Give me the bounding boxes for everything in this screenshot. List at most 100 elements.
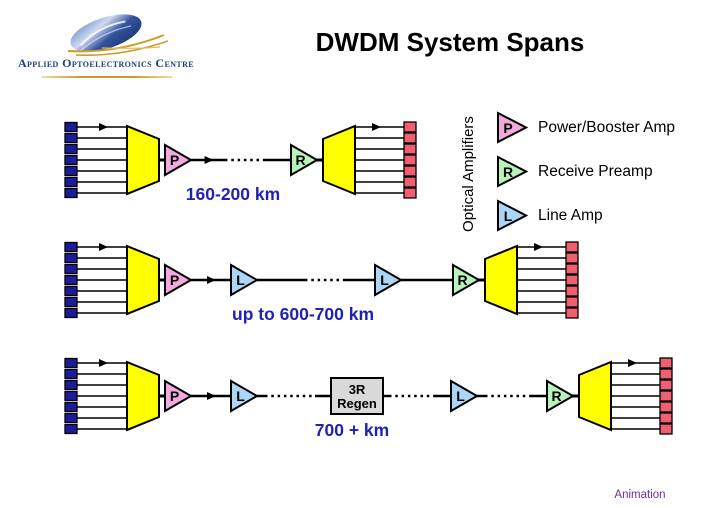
- rx-channel-square: [659, 357, 673, 369]
- amp-letter: P: [170, 272, 179, 288]
- logo: Applied Optoelectronics Centre: [6, 4, 206, 84]
- rx-channel-square: [565, 285, 579, 297]
- amp-triangle-icon: [290, 143, 320, 177]
- tx-channel-square: [64, 165, 78, 177]
- legend-item-label: Power/Booster Amp: [538, 118, 675, 136]
- amplifier-R: R: [452, 263, 482, 297]
- legend-group-label: Optical Amplifiers: [460, 116, 477, 232]
- tx-channel-square: [64, 423, 78, 435]
- rx-channel-square: [659, 390, 673, 402]
- tx-channel-square: [64, 176, 78, 188]
- flow-arrow-icon: [204, 156, 214, 164]
- amp-letter: L: [236, 272, 245, 288]
- amp-letter: L: [456, 388, 465, 404]
- rx-channel-square: [659, 401, 673, 413]
- animation-link[interactable]: Animation: [614, 489, 666, 501]
- regen-label-line1: 3R: [349, 382, 366, 397]
- amp-letter: R: [457, 272, 467, 288]
- amp-triangle-icon: [164, 263, 194, 297]
- legend-item-label: Receive Preamp: [538, 162, 653, 180]
- tx-channel-square: [64, 285, 78, 297]
- rx-terminal: [572, 357, 673, 435]
- tx-channel-square: [64, 274, 78, 286]
- regen-label-line2: Regen: [337, 396, 377, 411]
- rx-channel-square: [403, 176, 417, 188]
- tx-channel-square: [64, 154, 78, 166]
- flow-arrow-icon: [99, 123, 108, 131]
- flow-arrow-icon: [207, 276, 216, 284]
- tx-channel-square: [64, 241, 78, 253]
- amp-triangle-icon: [497, 199, 528, 232]
- legend-item-P: P Power/Booster Amp: [496, 111, 675, 144]
- tx-channel-square: [64, 379, 78, 391]
- amplifier-L: L: [230, 379, 260, 413]
- multiplexer-shape: [126, 124, 160, 196]
- amp-triangle-icon: [497, 155, 528, 188]
- legend-item-L: L Line Amp: [496, 199, 675, 232]
- tx-terminal: [64, 357, 166, 435]
- amp-triangle-icon: [450, 379, 480, 413]
- rx-terminal: [478, 241, 579, 319]
- rx-channel-square: [659, 368, 673, 380]
- rx-channel-square: [565, 307, 579, 319]
- multiplexer-shape: [126, 360, 160, 432]
- legend-amp-triangle-icon: P: [497, 111, 528, 144]
- rx-terminal: [316, 121, 417, 199]
- rx-channel-square: [565, 241, 579, 253]
- tx-channel-square: [64, 132, 78, 144]
- legend-item-label: Line Amp: [538, 206, 603, 224]
- rx-channel-square: [403, 154, 417, 166]
- tx-channel-square: [64, 121, 78, 133]
- amp-triangle-icon: [164, 143, 194, 177]
- flow-arrow-icon: [207, 392, 216, 400]
- amplifier-R: R: [290, 143, 320, 177]
- tx-terminal: [64, 241, 166, 319]
- span-distance-label: 700 + km: [314, 420, 390, 440]
- tx-channel-square: [64, 252, 78, 264]
- tx-channel-square: [64, 263, 78, 275]
- tx-channel-square: [64, 307, 78, 319]
- rx-channel-square: [403, 132, 417, 144]
- flow-arrow-icon: [628, 359, 637, 367]
- legend-amp-triangle-icon: L: [497, 199, 528, 232]
- flow-arrow-icon: [99, 243, 108, 251]
- legend-amp-triangle-icon: R: [497, 155, 528, 188]
- rx-channel-square: [403, 187, 417, 199]
- span-distance-label: up to 600-700 km: [232, 304, 374, 324]
- tx-channel-square: [64, 368, 78, 380]
- tx-channel-square: [64, 357, 78, 369]
- amp-triangle-icon: [374, 263, 404, 297]
- tx-terminal: [64, 121, 166, 199]
- demultiplexer-shape: [484, 244, 518, 316]
- rx-channel-square: [565, 252, 579, 264]
- rx-channel-square: [659, 412, 673, 424]
- rx-channel-square: [403, 143, 417, 155]
- flow-arrow-icon: [99, 359, 108, 367]
- logo-org-name: Applied Optoelectronics Centre: [17, 56, 195, 70]
- amp-letter: L: [236, 388, 245, 404]
- tx-channel-square: [64, 143, 78, 155]
- amp-triangle-icon: [452, 263, 482, 297]
- amp-letter: P: [503, 120, 512, 136]
- tx-channel-square: [64, 390, 78, 402]
- tx-channel-square: [64, 401, 78, 413]
- amp-triangle-icon: [546, 379, 576, 413]
- rx-channel-square: [659, 423, 673, 435]
- amp-triangle-icon: [230, 263, 260, 297]
- rx-channel-square: [659, 379, 673, 391]
- rx-channel-square: [403, 165, 417, 177]
- amplifier-P: P: [164, 143, 194, 177]
- amplifier-R: R: [546, 379, 576, 413]
- span-distance-label: 160-200 km: [185, 184, 281, 204]
- tx-channel-square: [64, 187, 78, 199]
- legend-item-R: R Receive Preamp: [496, 155, 675, 188]
- tx-channel-square: [64, 412, 78, 424]
- rx-channel-square: [565, 296, 579, 308]
- logo-ellipse-icon: [67, 14, 169, 56]
- amp-letter: P: [170, 388, 179, 404]
